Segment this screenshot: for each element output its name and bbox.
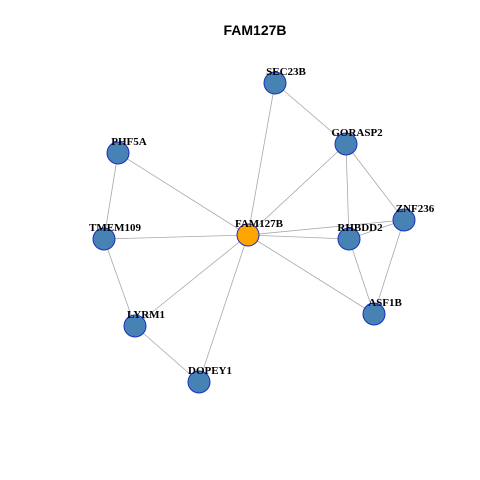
node-label-asf1b: ASF1B xyxy=(368,297,402,309)
node-tmem109 xyxy=(92,227,116,251)
node-label-gorasp2: GORASP2 xyxy=(331,127,383,139)
nodes-layer xyxy=(92,71,416,394)
edge-fam127b-asf1b xyxy=(247,234,375,315)
node-asf1b xyxy=(362,302,386,326)
edge-znf236-asf1b xyxy=(373,219,405,315)
node-fam127b xyxy=(236,223,260,247)
edge-fam127b-lyrm1 xyxy=(134,234,249,327)
edge-rhbdd2-asf1b xyxy=(348,238,375,315)
edge-fam127b-znf236 xyxy=(247,219,405,236)
edge-tmem109-lyrm1 xyxy=(103,238,136,327)
node-label-rhbdd2: RHBDD2 xyxy=(337,222,383,234)
edge-fam127b-gorasp2 xyxy=(247,143,347,236)
edge-gorasp2-rhbdd2 xyxy=(345,143,350,240)
node-label-dopey1: DOPEY1 xyxy=(188,365,232,377)
node-label-fam127b: FAM127B xyxy=(235,218,284,230)
node-gorasp2 xyxy=(334,132,358,156)
node-sec23b xyxy=(263,71,287,95)
edge-lyrm1-dopey1 xyxy=(134,325,200,383)
node-label-phf5a: PHF5A xyxy=(111,136,146,148)
node-rhbdd2 xyxy=(337,227,361,251)
edge-gorasp2-znf236 xyxy=(345,143,405,221)
edge-fam127b-sec23b xyxy=(247,82,276,236)
node-label-tmem109: TMEM109 xyxy=(89,222,141,234)
node-dopey1 xyxy=(187,370,211,394)
edge-fam127b-rhbdd2 xyxy=(247,234,350,240)
node-lyrm1 xyxy=(123,314,147,338)
node-phf5a xyxy=(106,141,130,165)
node-znf236 xyxy=(392,208,416,232)
edges-layer xyxy=(103,82,405,383)
edge-fam127b-phf5a xyxy=(117,152,249,236)
node-label-znf236: ZNF236 xyxy=(396,203,435,215)
edge-fam127b-tmem109 xyxy=(103,234,249,240)
edge-sec23b-gorasp2 xyxy=(274,82,347,145)
diagram-title: FAM127B xyxy=(223,22,286,38)
edge-phf5a-tmem109 xyxy=(103,152,119,240)
node-label-lyrm1: LYRM1 xyxy=(127,309,165,321)
edge-fam127b-dopey1 xyxy=(198,234,249,383)
node-label-sec23b: SEC23B xyxy=(266,66,306,78)
